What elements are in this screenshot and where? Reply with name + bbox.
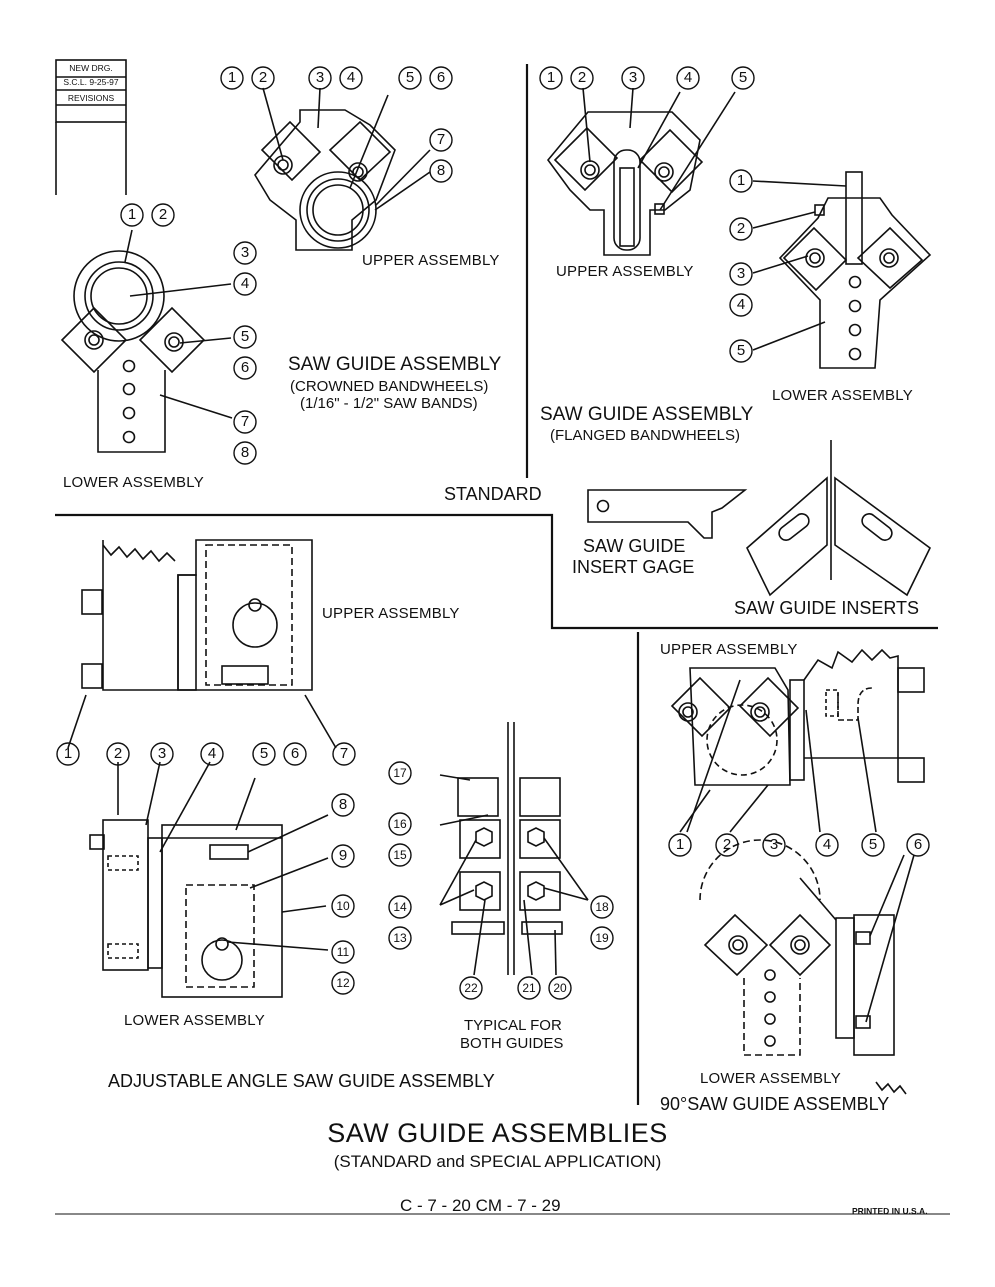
callout-number: 2 [113, 745, 123, 762]
callout-number: 3 [769, 836, 779, 853]
flanged-upper-assembly [546, 87, 736, 256]
typical-line-1: TYPICAL FOR [464, 1017, 562, 1034]
balloons [56, 66, 930, 1000]
callout-number: 8 [436, 162, 446, 179]
callout-number: 7 [240, 413, 250, 430]
callout-number: 5 [868, 836, 878, 853]
callout-number: 5 [736, 342, 746, 359]
ninety-title: 90°SAW GUIDE ASSEMBLY [660, 1094, 890, 1114]
callout-number: 3 [628, 69, 638, 86]
callout-number: 3 [240, 244, 250, 261]
callout-number: 4 [346, 69, 356, 86]
revision-block [55, 59, 127, 195]
callout-number: 1 [736, 172, 746, 189]
insert-gage-label-2: INSERT GAGE [572, 557, 695, 577]
adjustable-upper-label: UPPER ASSEMBLY [322, 605, 460, 622]
crowned-subtitle-1: (CROWNED BANDWHEELS) [290, 378, 489, 395]
callout-number: 22 [464, 981, 478, 995]
callout-number: 19 [595, 931, 609, 945]
adjustable-detail [439, 722, 589, 976]
ninety-upper-label: UPPER ASSEMBLY [660, 641, 798, 658]
crowned-lower-label: LOWER ASSEMBLY [63, 474, 204, 491]
ninety-lower-label: LOWER ASSEMBLY [700, 1070, 841, 1087]
flanged-subtitle: (FLANGED BANDWHEELS) [550, 427, 741, 444]
callout-number: 13 [393, 931, 407, 945]
adjustable-lower-label: LOWER ASSEMBLY [124, 1012, 265, 1029]
callout-number: 5 [405, 69, 415, 86]
adjustable-title: ADJUSTABLE ANGLE SAW GUIDE ASSEMBLY [108, 1071, 495, 1091]
callout-number: 15 [393, 848, 407, 862]
crowned-lower-assembly [60, 229, 233, 453]
callout-number: 6 [913, 836, 923, 853]
callout-number: 9 [338, 847, 348, 864]
callout-number: 8 [240, 444, 250, 461]
callout-number: 2 [722, 836, 732, 853]
callout-number: 11 [336, 945, 350, 959]
callout-number: 5 [738, 69, 748, 86]
printed-in-usa: PRINTED IN U.S.A. [852, 1206, 928, 1216]
callout-number: 3 [157, 745, 167, 762]
adjustable-upper-assembly [67, 539, 337, 749]
insert-gage-label-1: SAW GUIDE [583, 536, 686, 556]
ninety-lower-assembly [699, 839, 915, 1095]
callout-number: 4 [736, 296, 746, 313]
revision-label: REVISIONS [67, 93, 115, 103]
callout-number: 20 [553, 981, 567, 995]
callout-number: 1 [675, 836, 685, 853]
flanged-lower-label: LOWER ASSEMBLY [772, 387, 913, 404]
insert-gage-drawing [587, 489, 748, 539]
callout-number: 8 [338, 796, 348, 813]
callout-number: 6 [240, 359, 250, 376]
flanged-upper-label: UPPER ASSEMBLY [556, 263, 694, 280]
standard-label: STANDARD [444, 484, 542, 504]
callout-number: 4 [683, 69, 693, 86]
callout-number: 6 [290, 745, 300, 762]
revision-line-2: S.C.L. 9-25-97 [63, 77, 119, 87]
callout-number: 21 [522, 981, 536, 995]
main-subtitle: (STANDARD and SPECIAL APPLICATION) [333, 1152, 662, 1171]
callout-number: 7 [436, 131, 446, 148]
callout-number: 1 [546, 69, 556, 86]
callout-number: 5 [259, 745, 269, 762]
crowned-upper-label: UPPER ASSEMBLY [362, 252, 500, 269]
callout-number: 4 [240, 275, 250, 292]
crowned-upper-assembly [254, 87, 431, 251]
callout-number: 1 [127, 206, 137, 223]
inserts-drawing [746, 440, 932, 597]
revision-line-1: NEW DRG. [69, 63, 113, 73]
flanged-lower-assembly [752, 171, 932, 369]
callout-number: 1 [63, 745, 73, 762]
typical-line-2: BOTH GUIDES [460, 1035, 564, 1052]
callout-number: 4 [207, 745, 217, 762]
callout-number: 14 [393, 900, 407, 914]
main-title: SAW GUIDE ASSEMBLIES [327, 1118, 668, 1148]
callout-number: 10 [336, 899, 350, 913]
ninety-upper-assembly [670, 648, 925, 833]
callout-number: 5 [240, 328, 250, 345]
callout-number: 6 [436, 69, 446, 86]
callout-number: 2 [736, 220, 746, 237]
callout-number: 2 [577, 69, 587, 86]
callout-number: 3 [315, 69, 325, 86]
crowned-subtitle-2: (1/16" - 1/2" SAW BANDS) [300, 395, 478, 412]
section-dividers [55, 64, 938, 1105]
callout-number: 2 [158, 206, 168, 223]
inserts-label: SAW GUIDE INSERTS [734, 598, 920, 618]
callout-number: 12 [336, 976, 350, 990]
callout-number: 16 [393, 817, 407, 831]
callout-number: 1 [227, 69, 237, 86]
callout-number: 7 [339, 745, 349, 762]
callout-number: 4 [822, 836, 832, 853]
callout-number: 3 [736, 265, 746, 282]
callout-number: 18 [595, 900, 609, 914]
crowned-title: SAW GUIDE ASSEMBLY [288, 354, 502, 375]
callout-number: 2 [258, 69, 268, 86]
page-number: C - 7 - 20 CM - 7 - 29 [400, 1196, 561, 1215]
flanged-title: SAW GUIDE ASSEMBLY [540, 404, 754, 425]
adjustable-lower-assembly [89, 761, 329, 998]
callout-number: 17 [393, 766, 407, 780]
